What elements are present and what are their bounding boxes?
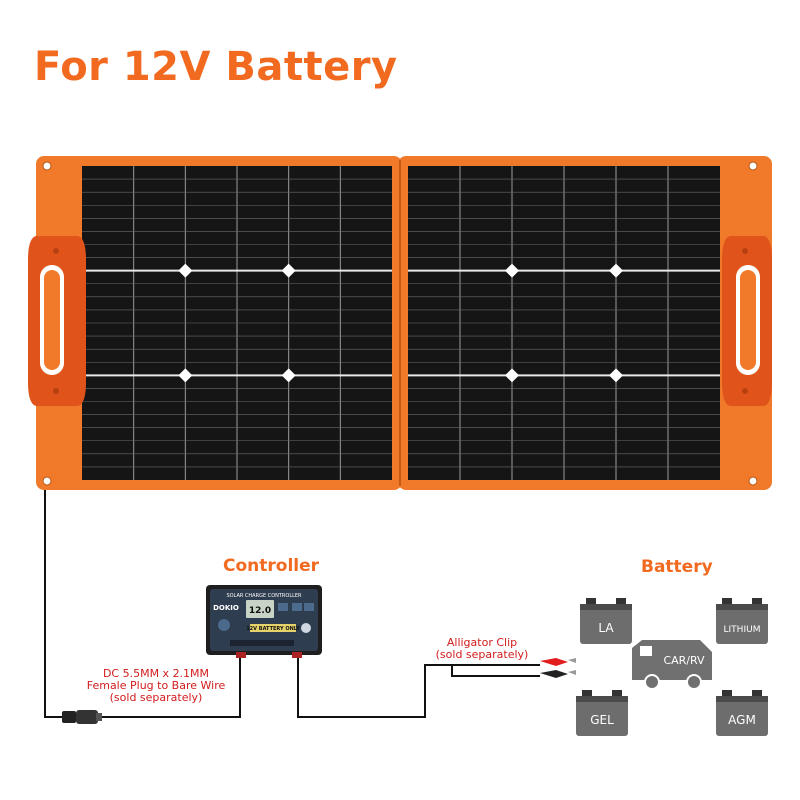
controller-header: SOLAR CHARGE CONTROLLER — [226, 593, 302, 599]
cell-corner — [178, 368, 193, 383]
rv-label: CAR/RV — [663, 654, 705, 667]
battery-label: Battery — [641, 557, 713, 577]
rv-icon: CAR/RV — [632, 640, 712, 690]
dc-plug-note-line: Female Plug to Bare Wire — [86, 679, 226, 692]
battery-icon: GEL — [576, 690, 628, 736]
battery-label: LA — [598, 621, 614, 635]
controller-brand: DOKIO — [213, 604, 239, 612]
controller-label: Controller — [223, 556, 320, 576]
alligator-clip-icon — [540, 658, 576, 678]
battery-icon: LA — [580, 598, 632, 644]
page-title: For 12V Battery — [34, 44, 398, 90]
dc-plug-icon — [62, 710, 102, 724]
battery-label: AGM — [728, 713, 756, 727]
cell-corner — [178, 263, 193, 278]
alligator-note-line: Alligator Clip — [446, 636, 518, 649]
battery-label: GEL — [590, 713, 614, 727]
right-handle — [722, 236, 772, 406]
cell-corner — [609, 368, 623, 383]
cell-corner — [281, 263, 296, 278]
dc-plug-note-line: (sold separately) — [109, 691, 203, 704]
cell-corner — [609, 263, 623, 278]
charge-controller-icon: SOLAR CHARGE CONTROLLER DOKIO 12.0 12V B… — [206, 585, 322, 658]
alligator-note: Alligator Clip (sold separately) — [420, 637, 544, 661]
cell-corner — [505, 263, 519, 278]
battery-icon: LITHIUM — [716, 598, 768, 644]
solar-panel-icon — [28, 156, 772, 490]
battery-icon: AGM — [716, 690, 768, 736]
cell-corner — [505, 368, 519, 383]
alligator-note-line: (sold separately) — [435, 648, 529, 661]
battery-label: LITHIUM — [724, 625, 761, 635]
controller-display: 12.0 — [249, 606, 271, 616]
dc-plug-note-line: DC 5.5MM x 2.1MM — [102, 667, 210, 680]
cell-corner — [281, 368, 296, 383]
dc-plug-note: DC 5.5MM x 2.1MM Female Plug to Bare Wir… — [66, 668, 246, 704]
controller-badge: 12V BATTERY ONLY — [246, 626, 300, 632]
left-handle — [28, 236, 86, 406]
cables — [44, 490, 540, 718]
